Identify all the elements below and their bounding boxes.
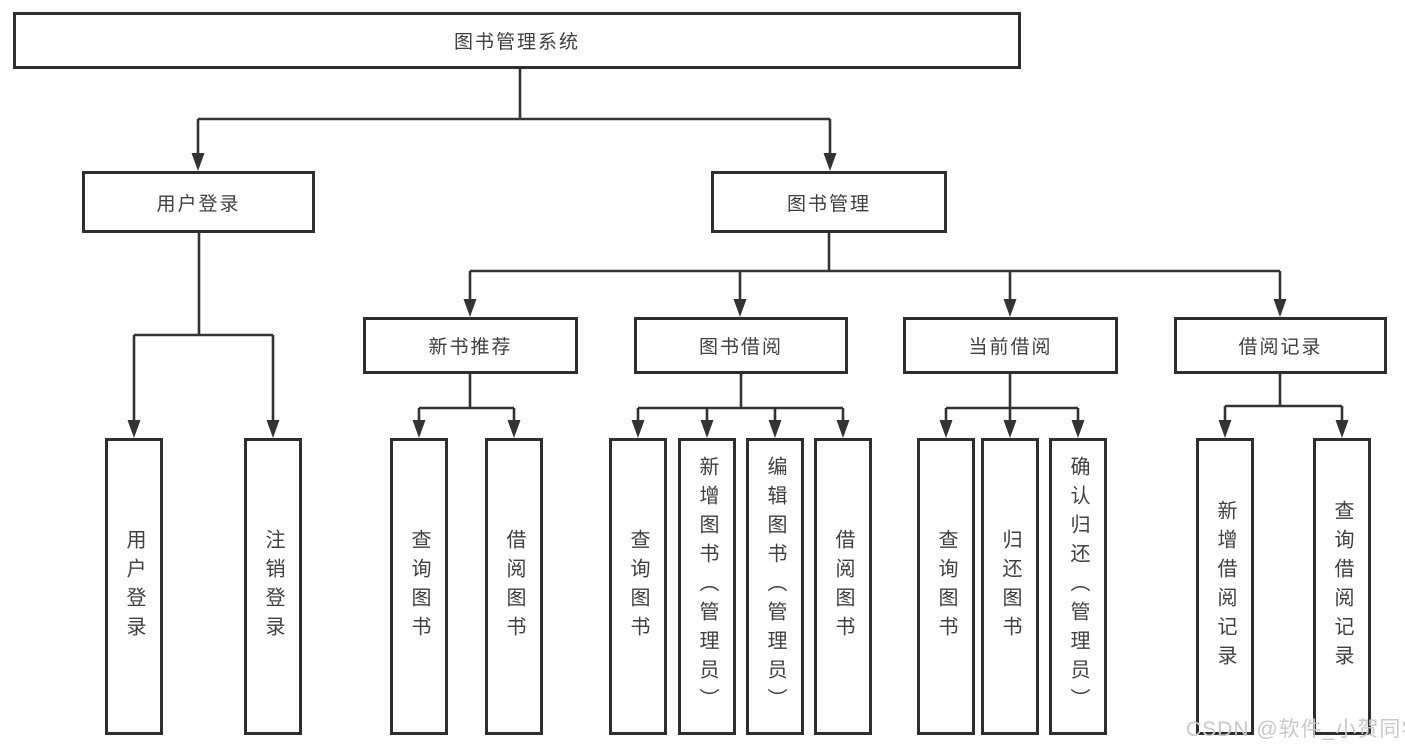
leaf-label: 借阅图书 — [503, 528, 525, 645]
leaf-add-borrow-record: 新增借阅记录 — [1196, 438, 1254, 735]
leaf-query-borrow-record: 查询借阅记录 — [1313, 438, 1371, 735]
node-current-borrow: 当前借阅 — [903, 317, 1118, 374]
node-label: 图书借阅 — [698, 337, 783, 358]
node-user-login: 用户登录 — [82, 171, 315, 233]
node-borrow-records: 借阅记录 — [1174, 317, 1387, 374]
leaf-label: 查询图书 — [935, 528, 957, 645]
leaf-label: 确认归还（管理员） — [1067, 456, 1089, 717]
node-root-library-system: 图书管理系统 — [13, 12, 1021, 69]
leaf-query-books-borrow: 查询图书 — [609, 438, 667, 735]
node-label: 当前借阅 — [968, 337, 1053, 358]
node-book-borrow: 图书借阅 — [634, 317, 848, 374]
csdn-watermark: CSDN @软件_小贺同学 — [1186, 718, 1405, 741]
leaf-confirm-return-admin: 确认归还（管理员） — [1049, 438, 1107, 735]
leaf-label: 查询借阅记录 — [1331, 499, 1353, 674]
node-label: 图书管理系统 — [453, 32, 580, 53]
arrowheads — [127, 153, 1349, 438]
node-new-book-recommend: 新书推荐 — [363, 317, 578, 374]
node-book-management: 图书管理 — [711, 171, 947, 233]
leaf-label: 查询图书 — [627, 528, 649, 645]
node-label: 用户登录 — [156, 193, 241, 215]
leaf-label: 编辑图书（管理员） — [764, 456, 786, 717]
node-label: 新书推荐 — [428, 337, 513, 358]
leaf-add-books-admin: 新增图书（管理员） — [678, 438, 736, 735]
node-label: 借阅记录 — [1238, 337, 1323, 358]
leaf-borrow-books-recommend: 借阅图书 — [485, 438, 543, 735]
leaf-label: 用户登录 — [123, 528, 145, 645]
leaf-query-books-current: 查询图书 — [917, 438, 975, 735]
leaf-logout-login: 注销登录 — [244, 438, 302, 735]
leaf-label: 借阅图书 — [832, 528, 854, 645]
node-label: 图书管理 — [786, 193, 871, 215]
leaf-return-books: 归还图书 — [981, 438, 1039, 735]
leaf-label: 新增借阅记录 — [1214, 499, 1236, 674]
leaf-label: 归还图书 — [999, 528, 1021, 645]
leaf-edit-books-admin: 编辑图书（管理员） — [746, 438, 804, 735]
leaf-query-books-recommend: 查询图书 — [390, 438, 448, 735]
leaf-label: 注销登录 — [262, 528, 284, 645]
leaf-label: 新增图书（管理员） — [696, 456, 718, 717]
leaf-borrow-books: 借阅图书 — [814, 438, 872, 735]
leaf-label: 查询图书 — [408, 528, 430, 645]
leaf-user-login: 用户登录 — [105, 438, 163, 735]
